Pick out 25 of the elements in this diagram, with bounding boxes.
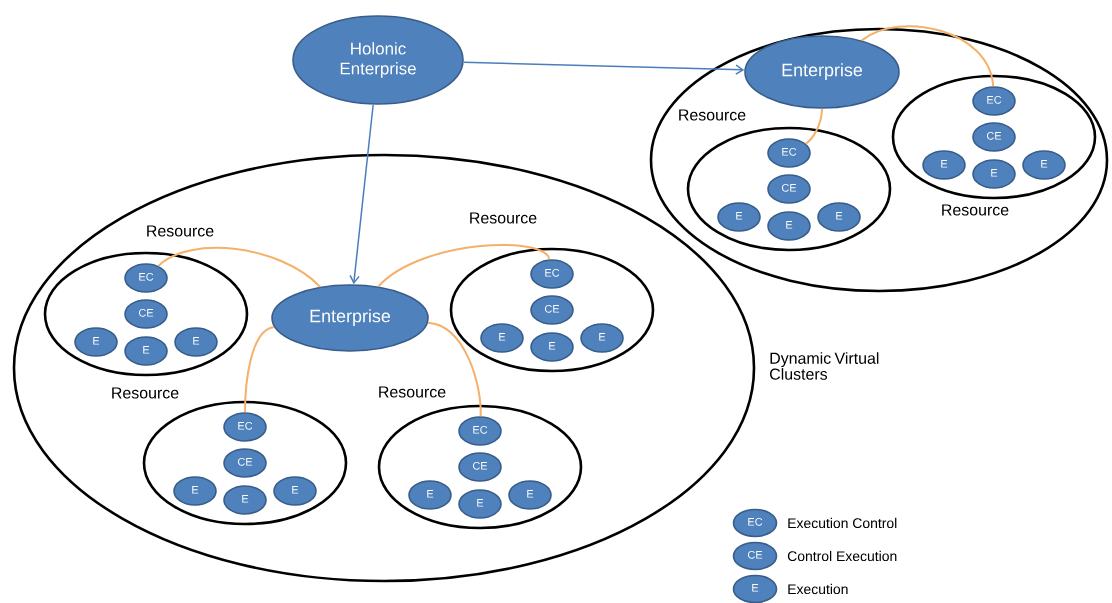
cluster-ellipse [649, 27, 1109, 293]
resource-label: Resource [470, 212, 537, 224]
link-curve [804, 107, 823, 145]
resource-label: Resource [942, 204, 1009, 216]
arrow [349, 103, 374, 285]
cluster-ellipse [43, 251, 249, 377]
cluster-ellipse [142, 400, 348, 526]
resource-label: Resource [112, 387, 179, 399]
legend-text: Control Execution [787, 550, 897, 562]
cluster-ellipse [449, 247, 655, 373]
resource-label: Resource [379, 386, 446, 398]
cluster-ellipse [686, 126, 892, 252]
cluster-ellipse [377, 404, 583, 530]
resource-label: Resource [679, 109, 746, 121]
legend-text: Execution Control [788, 517, 897, 529]
resource-label: Resource [147, 225, 214, 237]
link-curve [427, 321, 482, 418]
link-curve [157, 246, 322, 288]
link-curve [377, 244, 551, 288]
link-curve [860, 25, 995, 88]
link-curve [244, 326, 276, 414]
cluster-ellipse [891, 74, 1097, 200]
legend-text: Execution [788, 583, 848, 595]
cluster-label: Dynamic Virtual Clusters [770, 352, 879, 380]
arrow [462, 61, 745, 75]
